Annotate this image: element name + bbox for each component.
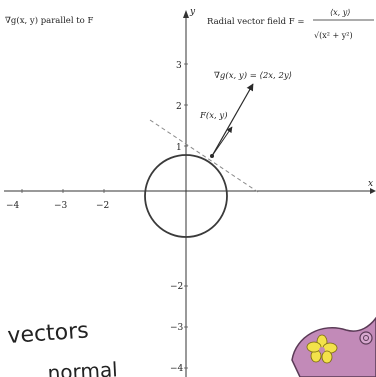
fraction-denominator: √(x² + y²) [314,31,353,40]
x-tick-label: −4 [6,201,20,211]
y-tick-label: −3 [170,323,184,333]
y-axis-arrow-icon [183,10,189,18]
y-tick-label: 1 [176,143,182,153]
y-tick-label: −4 [170,364,184,374]
y-tick-label: 3 [176,61,182,71]
level-circle [144,154,228,238]
gradient-label: ∇g(x, y) = ⟨2x, 2y⟩ [214,70,292,81]
flower-sticker-icon [291,316,376,377]
fraction-numerator: ⟨x, y⟩ [330,8,350,17]
x-axis-arrow-icon [370,188,376,194]
radial-field-caption: Radial vector field F = [207,17,304,27]
f-vector-label: F(x, y) [199,110,228,121]
y-tick-label: 2 [176,102,182,112]
handwritten-note-vectors: vectors [7,318,90,349]
gradient-parallel-caption: ∇g(x, y) parallel to F [5,15,93,26]
handwritten-note-normal: normal [47,357,118,377]
x-tick-label: −2 [96,201,109,211]
y-tick-label: −2 [170,282,183,292]
point-on-circle [210,154,214,158]
gradient-vector-arrow [211,83,254,157]
tangent-dashed-line [149,119,259,193]
x-tick-label: −3 [54,201,68,211]
y-axis-label: y [189,7,196,17]
x-axis-label: x [368,179,373,189]
